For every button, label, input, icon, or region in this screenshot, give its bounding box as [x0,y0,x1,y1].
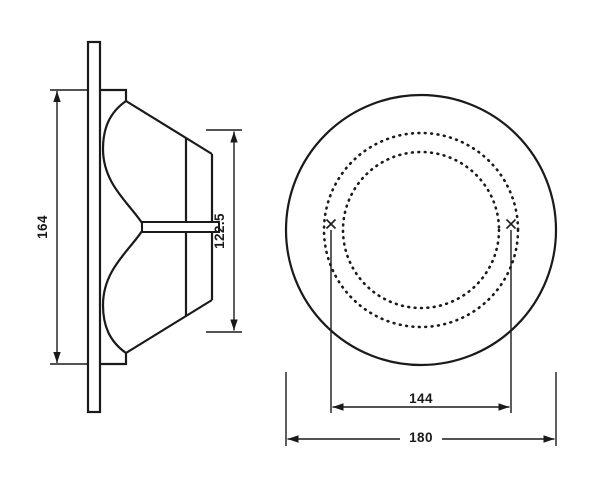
front-view-drawing [284,93,558,367]
label-mask [400,429,442,446]
pole-piece-bar [141,221,220,233]
side-outer-dim-label: 164 [35,215,50,239]
front-bolt-spacing-dim-label: 144 [409,391,433,406]
horn-profile-top [100,88,143,224]
mount-cross-mark-left [325,218,337,230]
cone-edge-bottom [125,299,213,354]
front-outer-dim-label: 180 [409,430,433,445]
side-inner-dim-label: 122.5 [212,213,227,249]
mount-cross-mark-right [505,218,517,230]
side-view-dimensions [50,89,242,365]
outer-rim-circle [284,93,558,367]
dotted-circle-outer [322,131,520,329]
dotted-circle-inner [341,150,501,310]
front-view-dimensions [285,230,557,446]
horn-profile-bottom [100,230,143,366]
cone-edge-top [125,100,213,155]
side-view-drawing [86,40,220,414]
mounting-flange [86,40,102,414]
